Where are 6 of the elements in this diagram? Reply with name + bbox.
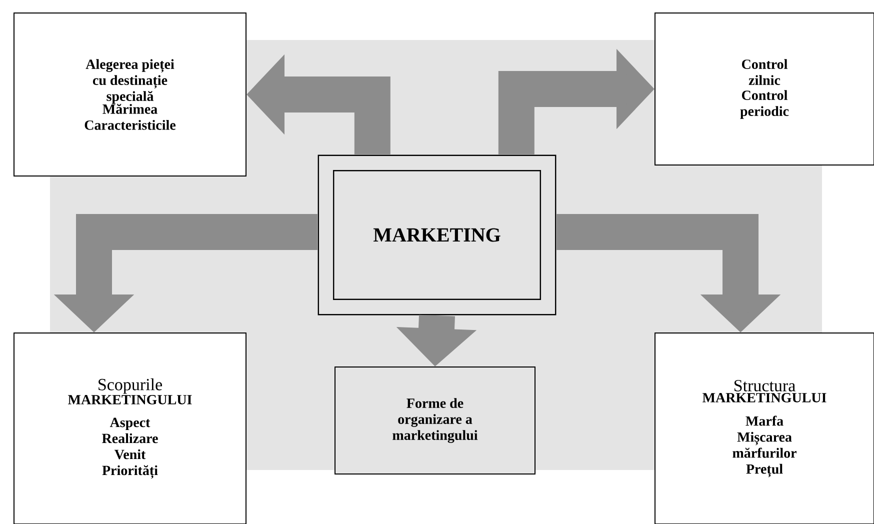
text-box: Structura MARKETINGULUI Marfa Mișcarea mărfurilor Prețul xyxy=(654,332,874,524)
text-box: Scopurile MARKETINGULUI Aspect Realizare Venit Priorități xyxy=(14,332,246,524)
text-box: Alegerea pieței cu destinație specială Mărimea Caracteristicile xyxy=(14,12,246,176)
framed-box: MARKETING xyxy=(318,154,556,316)
text-box: Control zilnic Control periodic xyxy=(654,12,874,166)
text-box: Forme de organizare a marketingului xyxy=(334,366,536,474)
